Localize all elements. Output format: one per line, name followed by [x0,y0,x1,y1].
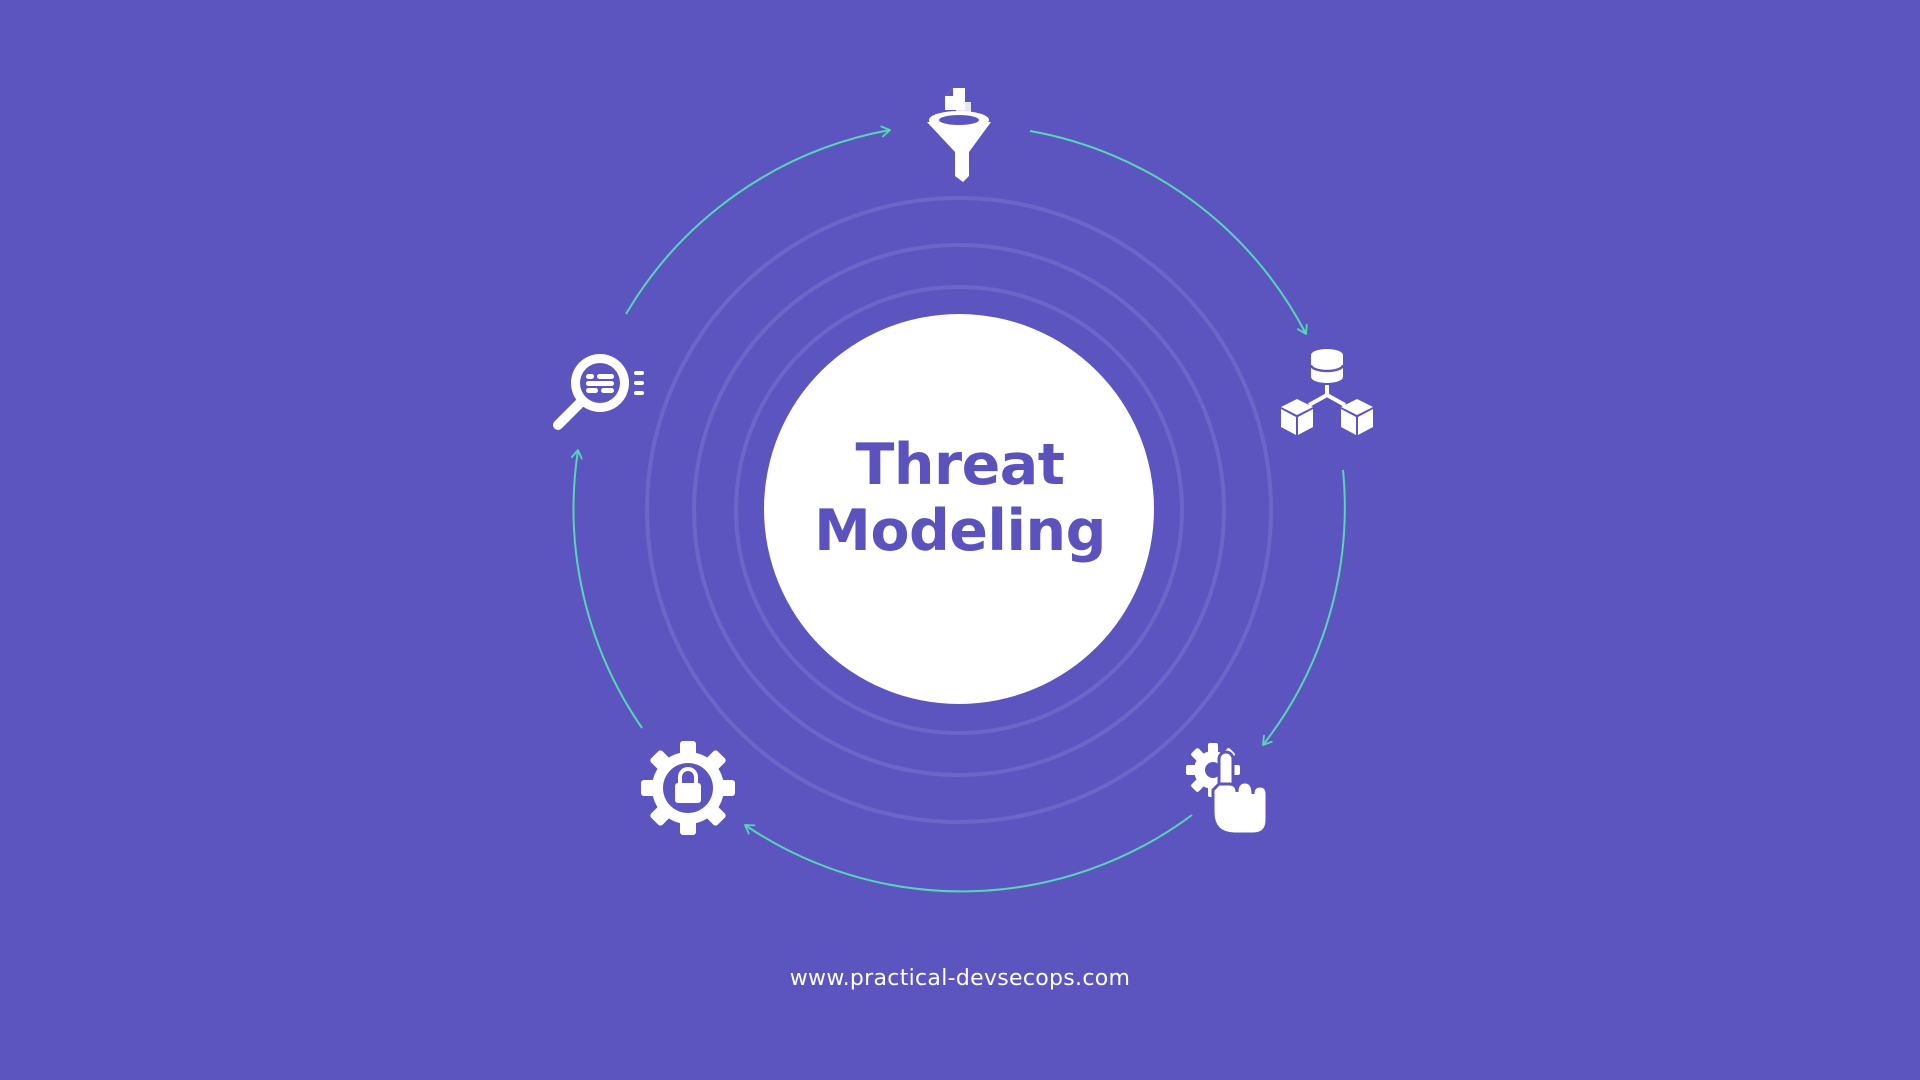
database-network-icon [1281,349,1373,435]
arrow-right-bottom [1262,469,1346,746]
center-circle [764,314,1154,704]
gear-lock-icon [641,741,735,835]
ring-inner [734,285,1184,735]
arrow-top-left [625,125,891,315]
arrow-bottom [744,814,1193,893]
ring-middle [692,243,1226,777]
concentric-rings [645,196,1273,824]
arrow-top-right [1029,130,1308,335]
center-title-line2: Modeling [814,498,1106,564]
arrow-left-up [570,449,643,729]
gear-hand-pointer-icon [1186,743,1269,836]
center-title: Threat Modeling [760,432,1160,564]
magnifier-analysis-icon [553,354,644,430]
footer-url: www.practical-devsecops.com [789,966,1131,991]
ring-outer [645,196,1273,824]
center-title-line1: Threat [855,432,1065,498]
cycle-arrows [570,125,1346,893]
funnel-document-icon [927,88,991,182]
